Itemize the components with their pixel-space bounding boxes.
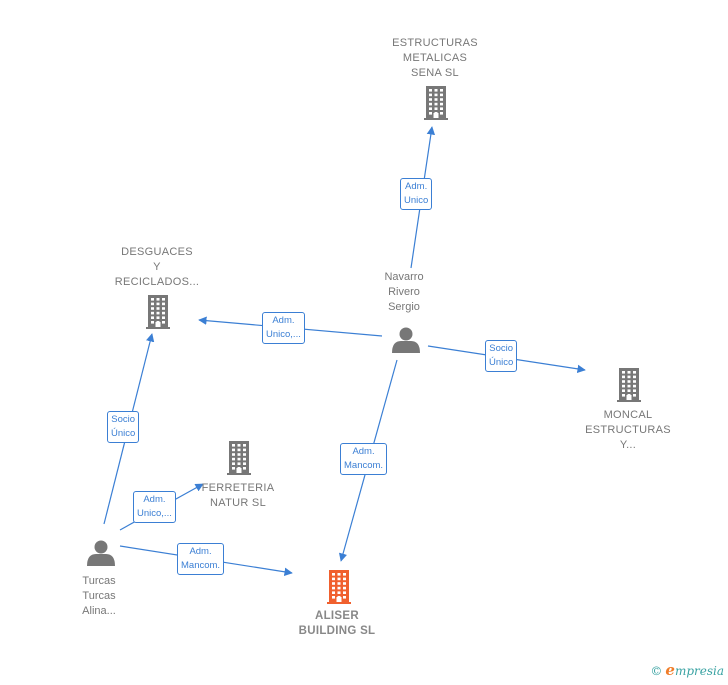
node-label-line: ALISER (315, 610, 359, 622)
building-icon-desguaces[interactable] (146, 295, 170, 329)
edge-label-line: Socio (489, 343, 514, 354)
edge-label-line: Adm. (143, 494, 166, 505)
node-label-line: Sergio (388, 301, 420, 313)
building-icon-ferreteria[interactable] (227, 441, 251, 475)
node-label-line: Navarro (384, 271, 424, 283)
edge-label-line: Adm. (272, 315, 295, 326)
node-label-line: ESTRUCTURAS (585, 424, 671, 436)
edge-label-navarro-to-estructuras[interactable]: Adm. Unico (400, 178, 433, 210)
node-label-line: MONCAL (603, 409, 653, 421)
edge-label-line: Mancom. (181, 560, 221, 571)
node-label-line: Turcas (82, 575, 116, 587)
building-icon-estructuras[interactable] (424, 86, 448, 120)
edge-label-line: Mancom. (344, 460, 384, 471)
edge-label-line: Unico,... (137, 508, 172, 519)
edge-label-line: Adm. (405, 181, 428, 192)
node-label-ferreteria[interactable]: FERRETERIA NATUR SL (173, 481, 303, 511)
edge-label-line: Adm. (189, 546, 212, 557)
node-label-line: Rivero (388, 286, 420, 298)
edge-label-line: Único (489, 357, 514, 368)
node-label-line: Turcas (82, 590, 116, 602)
brand-name: mpresia (674, 664, 724, 678)
edge-label-line: Unico,... (266, 329, 301, 340)
node-label-line: RECICLADOS... (114, 276, 200, 288)
edge-label-turcas-to-aliser[interactable]: Adm. Mancom. (177, 543, 225, 575)
node-label-line: BUILDING SL (298, 625, 376, 637)
building-icon-aliser[interactable] (327, 570, 351, 604)
node-label-aliser[interactable]: ALISER BUILDING SL (272, 609, 402, 639)
node-label-line: METALICAS (402, 52, 468, 64)
node-label-line: ESTRUCTURAS (392, 37, 478, 49)
edge-label-line: Socio (111, 414, 136, 425)
edge-label-navarro-to-desguaces[interactable]: Adm. Unico,... (262, 312, 305, 344)
node-label-line: DESGUACES (121, 246, 193, 258)
node-label-desguaces[interactable]: DESGUACES Y RECICLADOS... (92, 245, 222, 290)
edge-label-turcas-to-ferreteria[interactable]: Adm. Unico,... (133, 491, 176, 523)
node-label-line: FERRETERIA (201, 482, 275, 494)
edge-label-line: Único (111, 428, 136, 439)
node-label-line: SENA SL (411, 67, 459, 79)
node-label-line: Alina... (82, 605, 116, 617)
edge-label-line: Unico (404, 195, 429, 206)
person-icon-turcas[interactable] (87, 540, 115, 567)
node-label-moncal[interactable]: MONCAL ESTRUCTURAS Y... (563, 408, 693, 453)
edge-label-line: Adm. (352, 446, 375, 457)
node-label-estructuras[interactable]: ESTRUCTURAS METALICAS SENA SL (370, 36, 500, 81)
brand-footer[interactable]: ©empresia (650, 661, 724, 679)
node-label-line: Y... (619, 439, 637, 451)
brand-logo-initial: e (665, 661, 675, 679)
building-icon-moncal[interactable] (617, 368, 641, 402)
person-icon-navarro[interactable] (392, 327, 420, 354)
node-label-line: NATUR SL (210, 497, 266, 509)
node-label-line: Y (153, 261, 161, 273)
edge-label-navarro-to-aliser[interactable]: Adm. Mancom. (340, 443, 388, 475)
copyright-symbol: © (650, 664, 663, 678)
